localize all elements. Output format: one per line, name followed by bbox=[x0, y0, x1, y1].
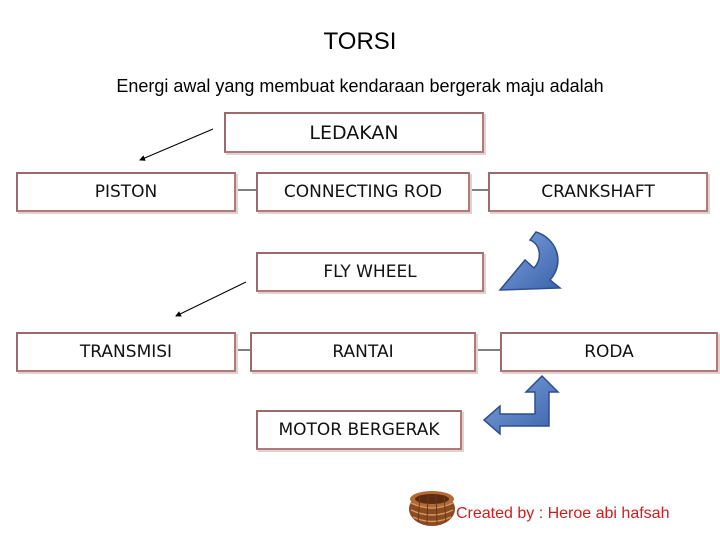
box-motor-bergerak: MOTOR BERGERAK bbox=[256, 410, 462, 450]
arrow-ledakan-to-piston bbox=[139, 128, 214, 161]
credit-text: Created by : Heroe abi hafsah bbox=[456, 505, 670, 522]
elbow-arrow-icon bbox=[482, 374, 560, 436]
slide-title: TORSI bbox=[323, 28, 397, 55]
box-fly-wheel: FLY WHEEL bbox=[256, 252, 484, 292]
box-rantai: RANTAI bbox=[250, 332, 476, 372]
box-transmisi: TRANSMISI bbox=[16, 332, 236, 372]
box-ledakan: LEDAKAN bbox=[224, 112, 484, 153]
box-roda: RODA bbox=[500, 332, 718, 372]
arrow-flywheel-to-transmisi bbox=[175, 281, 247, 317]
box-piston: PISTON bbox=[16, 172, 236, 212]
box-connecting-rod: CONNECTING ROD bbox=[256, 172, 470, 212]
slide-subtitle: Energi awal yang membuat kendaraan berge… bbox=[116, 76, 604, 96]
box-crankshaft: CRANKSHAFT bbox=[488, 172, 708, 212]
curved-arrow-icon bbox=[498, 231, 563, 291]
